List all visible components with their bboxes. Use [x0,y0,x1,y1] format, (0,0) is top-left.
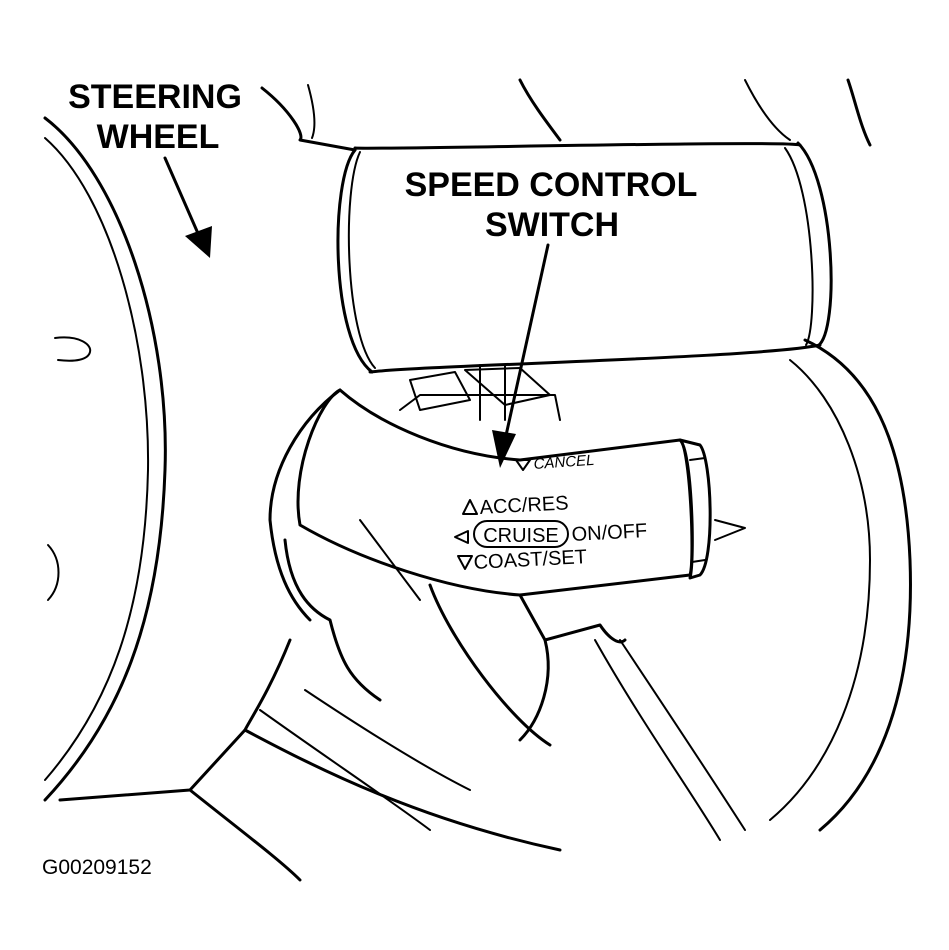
acc-res-marking: ACC/RES [462,492,569,519]
figure-code: G00209152 [42,856,152,879]
column-body [594,338,912,841]
steering-wheel-rim [43,116,167,802]
acc-res-label: ACC/RES [479,492,569,519]
steering-column-shroud [336,141,833,374]
wheel-spoke-upper [260,78,872,152]
steering-wheel-label-line1: STEERING [68,78,242,116]
speed-control-switch-label-line1: SPEED CONTROL [405,166,698,204]
steering-wheel-arrow [163,156,212,258]
cancel-label: CANCEL [533,452,595,473]
cruise-marking: CRUISE ON/OFF [454,520,648,548]
speed-control-switch-arrow [492,243,550,468]
on-off-label: ON/OFF [571,520,648,546]
cancel-marking: CANCEL [515,452,595,473]
wheel-spoke-lower [58,538,562,882]
cruise-label: CRUISE [483,525,559,547]
speed-control-switch-label-line2: SWITCH [485,206,619,244]
steering-wheel-label-line2: WHEEL [97,118,220,156]
switch-mount [399,364,561,421]
switch-lever [268,388,746,747]
